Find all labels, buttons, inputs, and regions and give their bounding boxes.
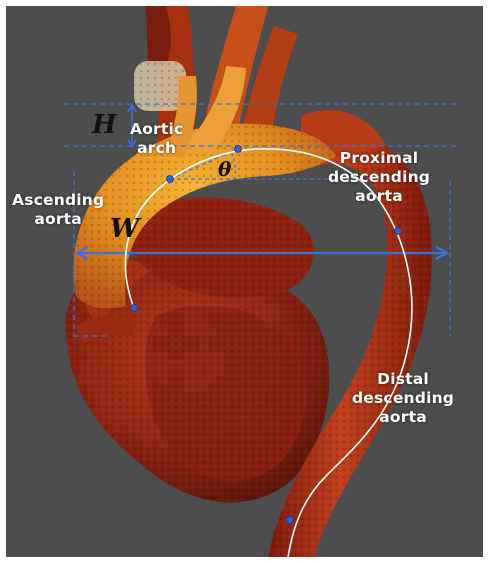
centerline-point-ascending: [167, 176, 174, 183]
label-ascending-aorta: Ascending aorta: [12, 191, 104, 229]
centerline-point-apex: [235, 146, 242, 153]
label-ascending-aorta-line1: Ascending: [12, 191, 104, 210]
centerline-point-proximal: [395, 228, 402, 235]
centerline-point-distal: [287, 517, 294, 524]
label-aortic-arch-line2: arch: [130, 139, 183, 158]
label-proximal-line3: aorta: [328, 187, 430, 206]
aorta-3d-render: Aortic arch Ascending aorta Proximal des…: [6, 6, 483, 557]
label-distal-descending-aorta: Distal descending aorta: [352, 370, 454, 427]
centerline-point-root: [131, 305, 138, 312]
symbol-height: H: [92, 110, 117, 140]
label-proximal-descending-aorta: Proximal descending aorta: [328, 149, 430, 206]
aorta-render-svg: [6, 6, 483, 557]
symbol-width: W: [110, 214, 139, 244]
label-proximal-line2: descending: [328, 168, 430, 187]
label-distal-line2: descending: [352, 389, 454, 408]
label-ascending-aorta-line2: aorta: [12, 210, 104, 229]
label-aortic-arch: Aortic arch: [130, 120, 183, 158]
label-proximal-line1: Proximal: [328, 149, 430, 168]
label-distal-line1: Distal: [352, 370, 454, 389]
symbol-angle: θ: [218, 157, 231, 181]
label-aortic-arch-line1: Aortic: [130, 120, 183, 139]
label-distal-line3: aorta: [352, 408, 454, 427]
